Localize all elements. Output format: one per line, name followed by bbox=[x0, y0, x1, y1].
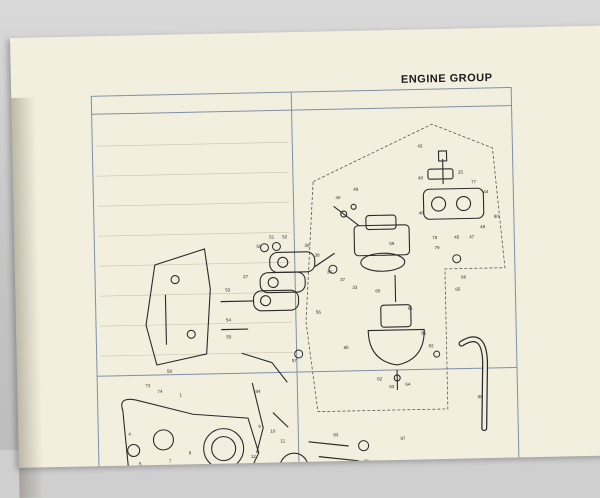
callout-label: 61 bbox=[408, 306, 414, 311]
callout-label: 49 bbox=[353, 187, 359, 192]
callout-label: 10 bbox=[270, 429, 276, 434]
mounting-bracket bbox=[144, 249, 211, 365]
callout-label: 55 bbox=[226, 334, 232, 339]
callout-label: 51 bbox=[269, 235, 275, 240]
callout-label: 46 bbox=[419, 210, 425, 215]
callout-label: 83 bbox=[333, 432, 339, 437]
callout-label: 47 bbox=[469, 234, 475, 239]
callout-label: 84 bbox=[255, 389, 261, 394]
callout-label: 27 bbox=[243, 274, 249, 279]
washers bbox=[260, 239, 464, 453]
callout-label: 37 bbox=[340, 277, 346, 282]
callout-label: 59 bbox=[389, 241, 395, 246]
callout-label: 78 bbox=[432, 235, 438, 240]
frame-header-rule bbox=[92, 106, 512, 115]
ruled-rows bbox=[96, 142, 292, 356]
callout-label: 12 bbox=[251, 454, 257, 459]
callout-label: 4 bbox=[128, 432, 131, 437]
callout-label: 25 bbox=[458, 170, 464, 175]
frame-divider-vertical bbox=[291, 92, 299, 468]
callout-label: 1 bbox=[179, 392, 182, 397]
callout-label: 73 bbox=[145, 383, 151, 388]
catalog-page: ENGINE GROUP bbox=[10, 25, 600, 467]
callout-label: 43 bbox=[417, 143, 423, 148]
callout-label: 38 bbox=[315, 253, 321, 258]
callout-label: 11 bbox=[280, 438, 285, 443]
exploded-parts-diagram: 43 48 25 77 44 46 45 47 48 78 79 80 49 4… bbox=[10, 25, 600, 467]
callout-label: 39 bbox=[304, 243, 310, 248]
callout-label: 82 bbox=[428, 343, 434, 348]
callout-label: 58 bbox=[167, 369, 173, 374]
callout-label: 40 bbox=[335, 195, 341, 200]
callout-label: 56 bbox=[316, 310, 322, 315]
callout-label: 88 bbox=[478, 394, 484, 399]
callout-label: 63 bbox=[389, 384, 395, 389]
callout-label: 86 bbox=[364, 459, 370, 464]
callout-label: 6 bbox=[154, 466, 157, 468]
callout-label: 33 bbox=[352, 285, 358, 290]
callout-label: 87 bbox=[400, 436, 406, 441]
callout-label: 44 bbox=[483, 189, 489, 194]
callout-label: 62 bbox=[377, 376, 383, 381]
callout-label: 64 bbox=[405, 382, 411, 387]
callout-label: 7 bbox=[169, 459, 172, 464]
callout-label: 80 bbox=[494, 214, 500, 219]
callout-label: 52 bbox=[282, 234, 288, 239]
callout-label: 50 bbox=[256, 244, 262, 249]
callout-label: 5 bbox=[139, 461, 142, 466]
callout-label: 74 bbox=[157, 389, 163, 394]
callout-labels: 43 48 25 77 44 46 45 47 48 78 79 80 49 4… bbox=[122, 142, 504, 468]
callout-label: 48 bbox=[418, 175, 424, 180]
callout-label: 9 bbox=[258, 424, 261, 429]
callout-label: 79 bbox=[434, 245, 440, 250]
callout-label: 54 bbox=[226, 317, 232, 322]
carburetor-assembly bbox=[334, 203, 410, 272]
callout-label: 53 bbox=[225, 287, 231, 292]
callout-label: 36 bbox=[327, 269, 333, 274]
frame-divider-horizontal bbox=[97, 367, 517, 376]
callout-label: 48 bbox=[480, 224, 486, 229]
callout-label: 60 bbox=[375, 288, 381, 293]
callout-label: 8 bbox=[189, 450, 192, 455]
callout-label: 77 bbox=[471, 179, 477, 184]
callout-label: 81 bbox=[421, 330, 427, 335]
callout-label: 66 bbox=[461, 274, 467, 279]
callout-label: 65 bbox=[455, 287, 461, 292]
intake-manifold bbox=[422, 150, 483, 219]
callout-label: 57 bbox=[292, 358, 298, 363]
callout-label: 45 bbox=[454, 235, 460, 240]
gasket-stack bbox=[253, 252, 316, 311]
crankcase-housing bbox=[122, 396, 309, 468]
callout-label: 85 bbox=[344, 345, 350, 350]
